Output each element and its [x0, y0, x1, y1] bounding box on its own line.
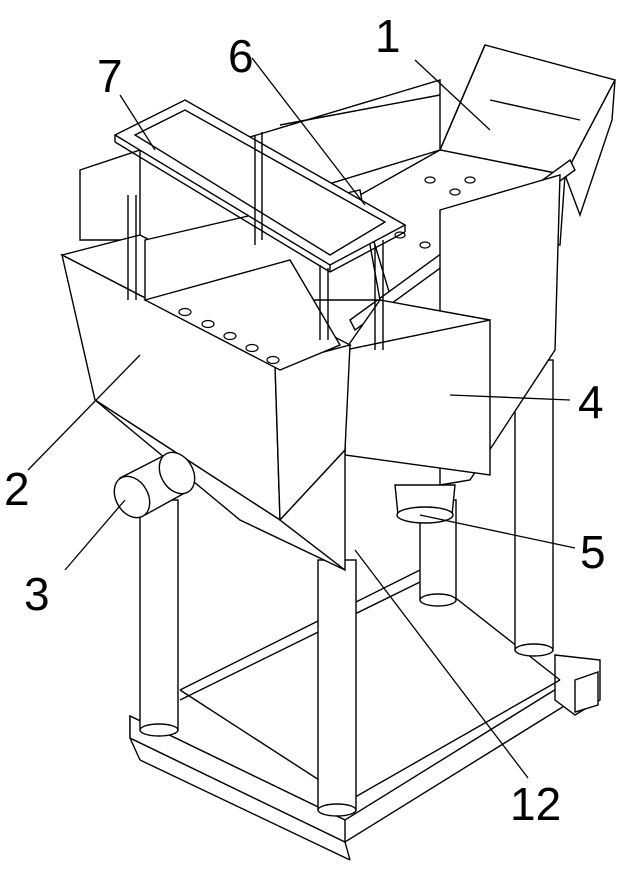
callout-6: 6 — [228, 30, 254, 82]
leader-1 — [414, 59, 491, 131]
callout-3: 3 — [24, 568, 50, 620]
outlet-pipe — [113, 451, 196, 519]
leader-lines — [27, 57, 576, 779]
leader-12 — [354, 549, 529, 779]
callout-4: 4 — [578, 376, 604, 428]
callout-7: 7 — [97, 50, 123, 102]
leader-5 — [419, 514, 576, 549]
leader-7 — [119, 94, 156, 151]
support-legs — [139, 359, 554, 817]
callout-2: 2 — [4, 463, 30, 515]
leader-3 — [64, 499, 126, 571]
top-frame — [113, 99, 407, 350]
callout-labels: 1 2 3 4 5 6 7 12 — [4, 10, 606, 830]
leader-2 — [27, 354, 141, 471]
leader-6 — [251, 57, 366, 206]
base-frame — [129, 569, 601, 861]
callout-1: 1 — [375, 10, 401, 62]
callout-5: 5 — [580, 526, 606, 578]
leader-4 — [449, 394, 571, 401]
callout-12: 12 — [510, 778, 561, 830]
right-body — [343, 174, 561, 524]
